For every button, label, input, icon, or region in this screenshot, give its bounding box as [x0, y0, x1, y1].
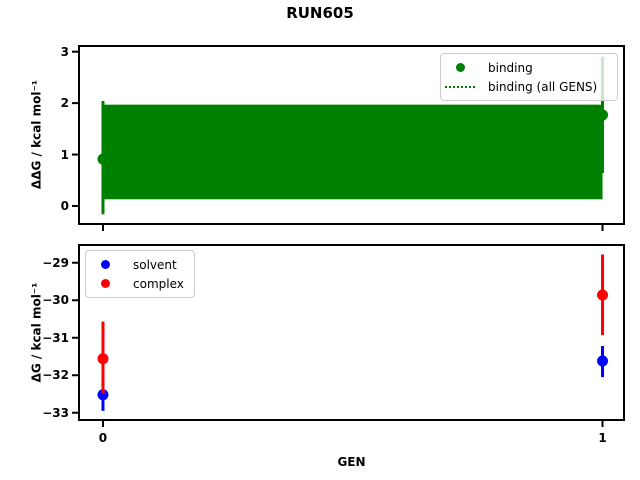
legend-label: solvent — [133, 257, 177, 272]
legend-label: complex — [133, 276, 184, 291]
x-tick-label: 1 — [598, 431, 607, 445]
y-tick-label: 0 — [60, 198, 69, 213]
y-tick-label: −33 — [42, 405, 69, 420]
legend-label: binding — [488, 60, 533, 75]
axes-frame — [78, 45, 625, 225]
legend-entry: binding (all GENS) — [445, 77, 611, 96]
y-tick-label: 1 — [60, 147, 69, 162]
complex-data-point — [597, 289, 609, 301]
uncertainty-band — [102, 104, 603, 200]
solvent-data-point — [97, 389, 109, 401]
legend-entry: complex — [90, 274, 188, 293]
y-tick-label: −32 — [42, 368, 69, 383]
legend-entry: solvent — [90, 255, 188, 274]
legend-label: binding (all GENS) — [488, 79, 598, 94]
y-tick-label: 2 — [60, 96, 69, 111]
binding (all GENS)-dotted-line-icon — [445, 85, 475, 88]
top-legend: binding binding (all GENS) — [440, 53, 618, 101]
y-tick-label: −30 — [42, 293, 69, 308]
y-tick-label: −31 — [42, 330, 69, 345]
x-axis-label: GEN — [337, 455, 366, 469]
complex-data-point — [97, 353, 109, 365]
plot-title: RUN605 — [286, 4, 354, 22]
x-tick-label: 0 — [98, 431, 108, 445]
solvent-data-point — [597, 355, 609, 367]
binding-data-point — [97, 153, 109, 165]
binding-data-point — [597, 109, 609, 121]
legend-entry: binding — [445, 58, 611, 77]
y-tick-label: −29 — [42, 255, 69, 270]
y-tick-label: 3 — [60, 44, 69, 59]
bottom-legend: solvent complex — [85, 250, 195, 298]
axes-frame — [78, 244, 625, 421]
solvent-dot-icon — [90, 260, 120, 269]
complex-dot-icon — [90, 279, 120, 288]
binding-dot-icon — [445, 63, 475, 72]
